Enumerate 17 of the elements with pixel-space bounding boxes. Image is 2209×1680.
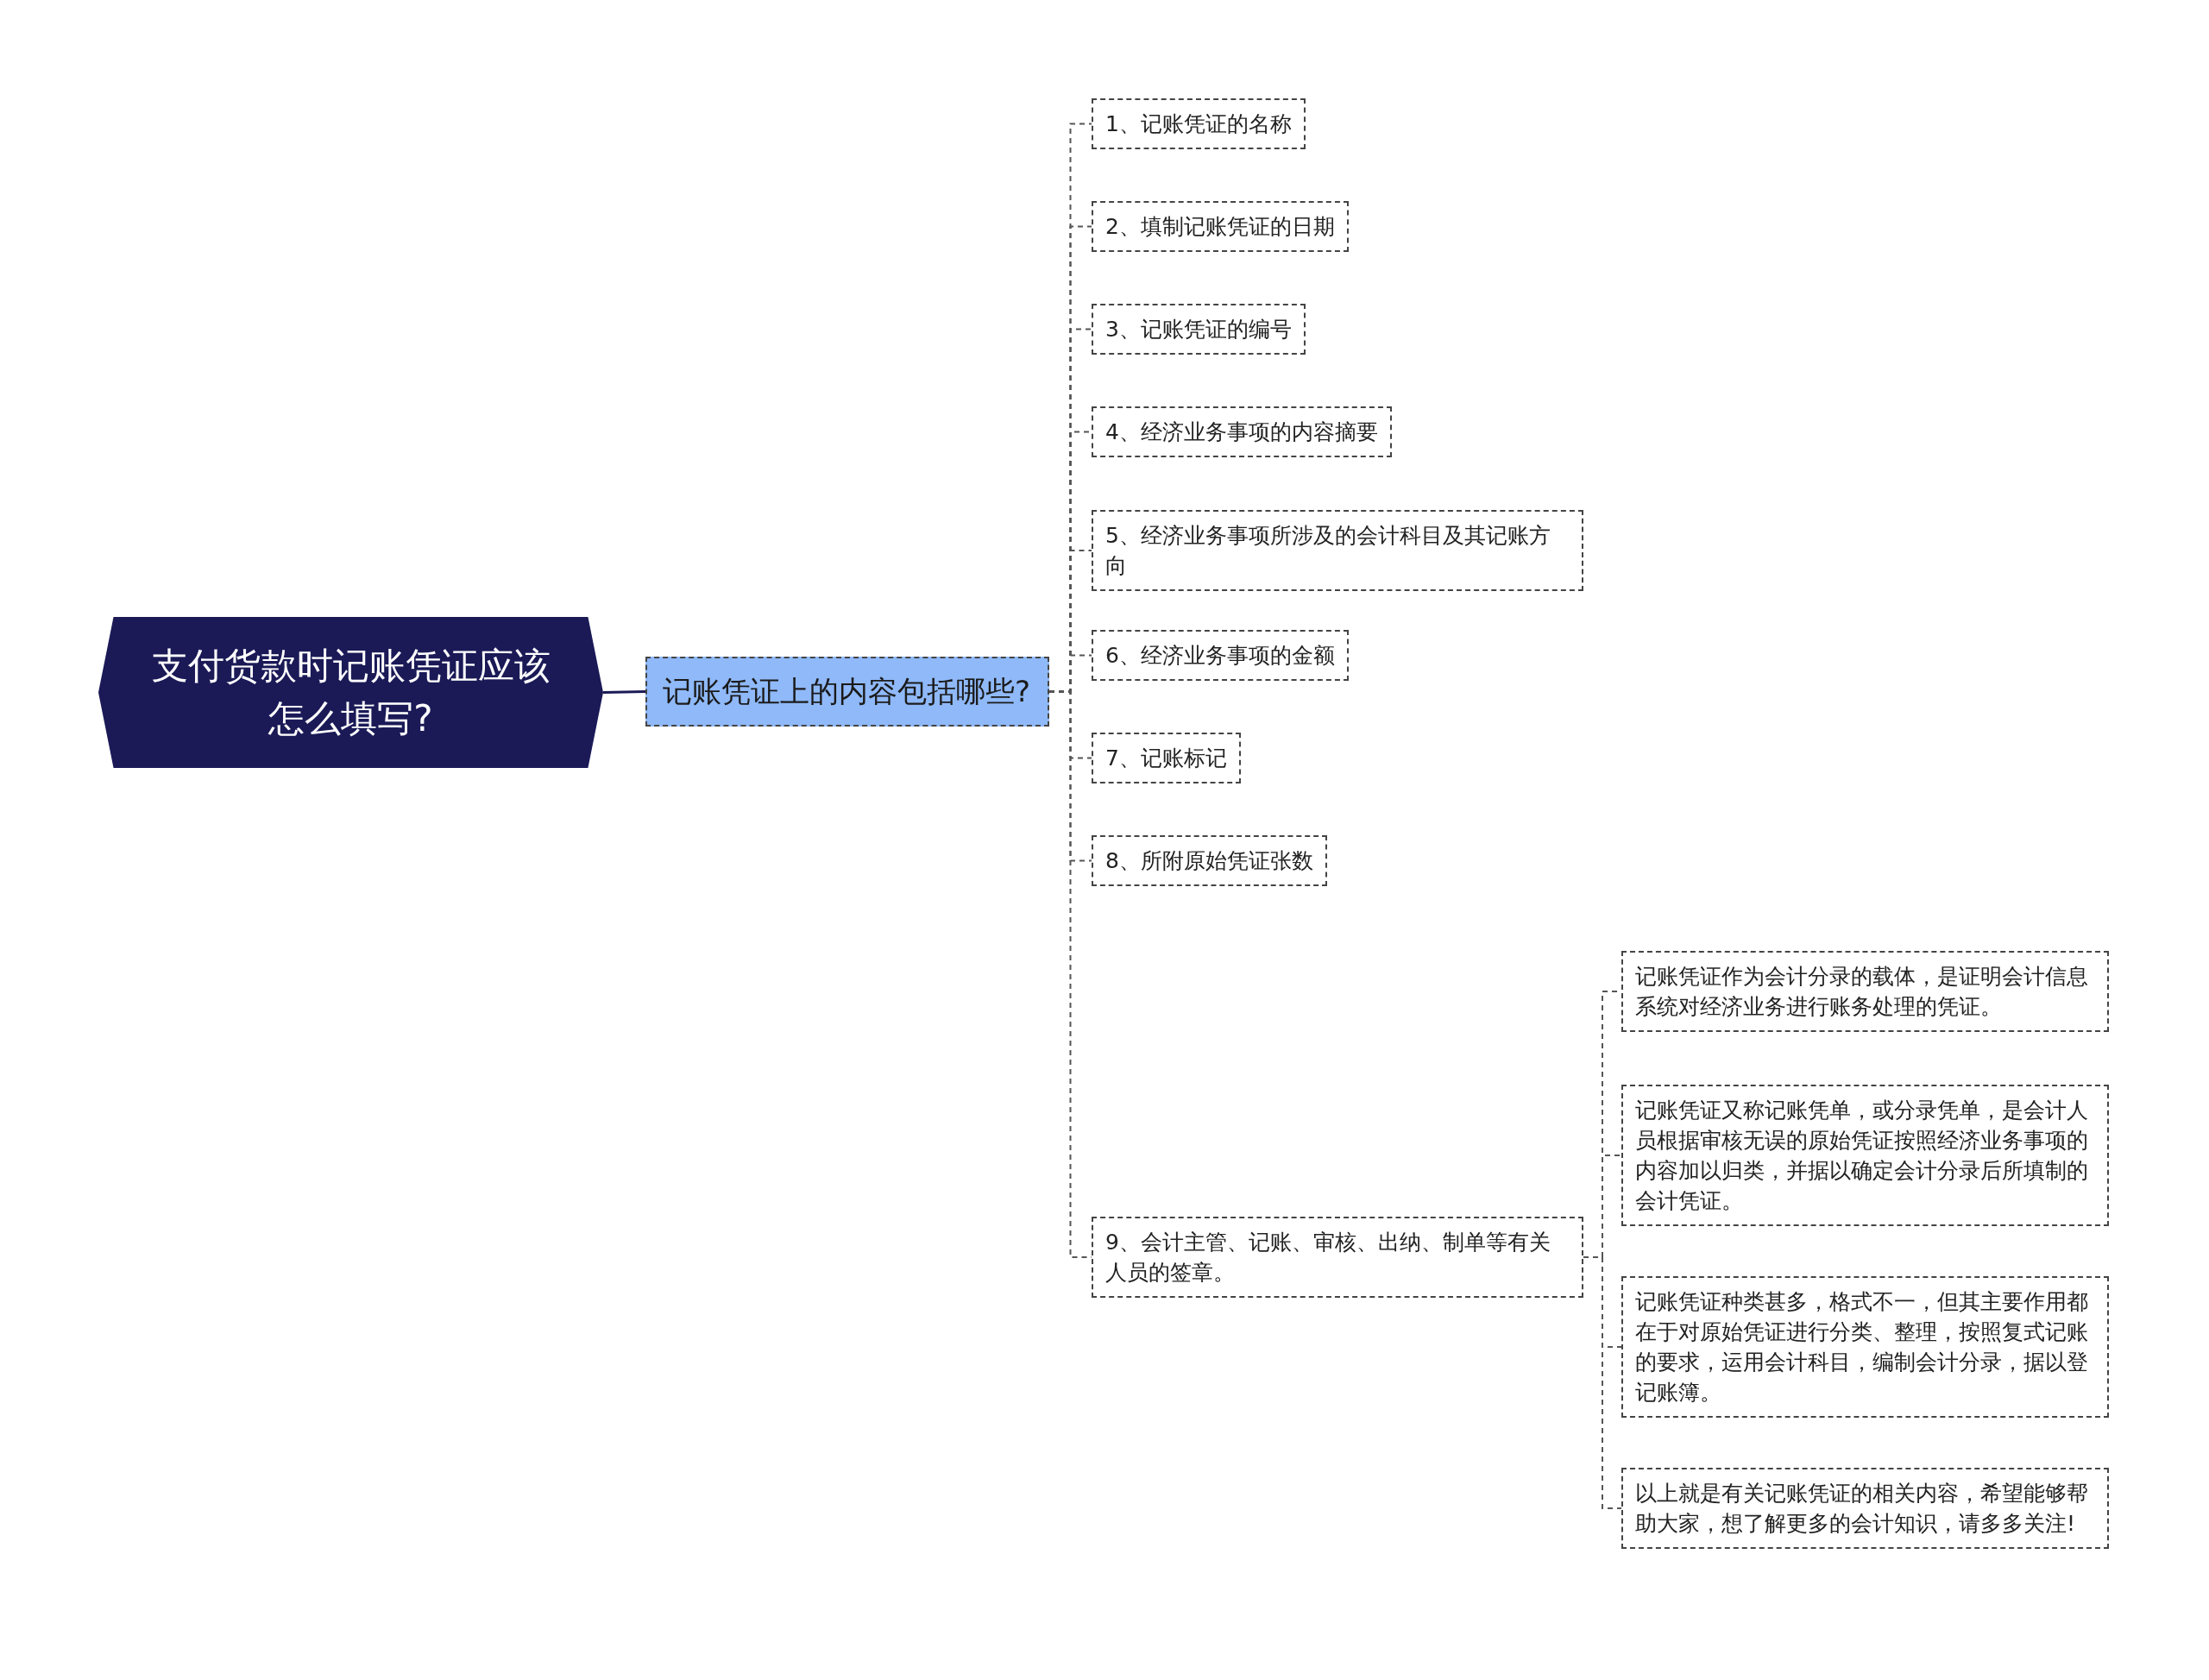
- connector-line: [1583, 1256, 1622, 1509]
- item-box: 8、所附原始凭证张数: [1092, 835, 1327, 886]
- item-box: 3、记账凭证的编号: [1092, 304, 1306, 355]
- item-box: 9、会计主管、记账、审核、出纳、制单等有关人员的签章。: [1092, 1217, 1583, 1298]
- note-box: 记账凭证又称记账凭单，或分录凭单，是会计人员根据审核无误的原始凭证按照经济业务事项的内容加以归类，并据以确定会计分录后所填制的会计凭证。: [1621, 1085, 2109, 1226]
- item-box: 1、记账凭证的名称: [1092, 98, 1306, 149]
- note-box: 以上就是有关记账凭证的相关内容，希望能够帮助大家，想了解更多的会计知识，请多多关注!: [1621, 1468, 2109, 1549]
- hexagon-node: 支付货款时记账凭证应该怎么填写?: [98, 617, 603, 768]
- item-box: 7、记账标记: [1092, 733, 1241, 783]
- note-box: 记账凭证种类甚多，格式不一，但其主要作用都在于对原始凭证进行分类、整理，按照复式记账的要求，运用会计科目，编制会计分录，据以登记账簿。: [1621, 1276, 2109, 1418]
- topic-box: 记账凭证上的内容包括哪些?: [645, 657, 1049, 727]
- item-box: 4、经济业务事项的内容摘要: [1092, 406, 1392, 457]
- item-box: 5、经济业务事项所涉及的会计科目及其记账方向: [1092, 510, 1583, 591]
- item-box: 6、经济业务事项的金额: [1092, 630, 1349, 681]
- item-box: 2、填制记账凭证的日期: [1092, 201, 1349, 252]
- connector-line: [602, 690, 646, 694]
- note-box: 记账凭证作为会计分录的载体，是证明会计信息系统对经济业务进行账务处理的凭证。: [1621, 951, 2109, 1032]
